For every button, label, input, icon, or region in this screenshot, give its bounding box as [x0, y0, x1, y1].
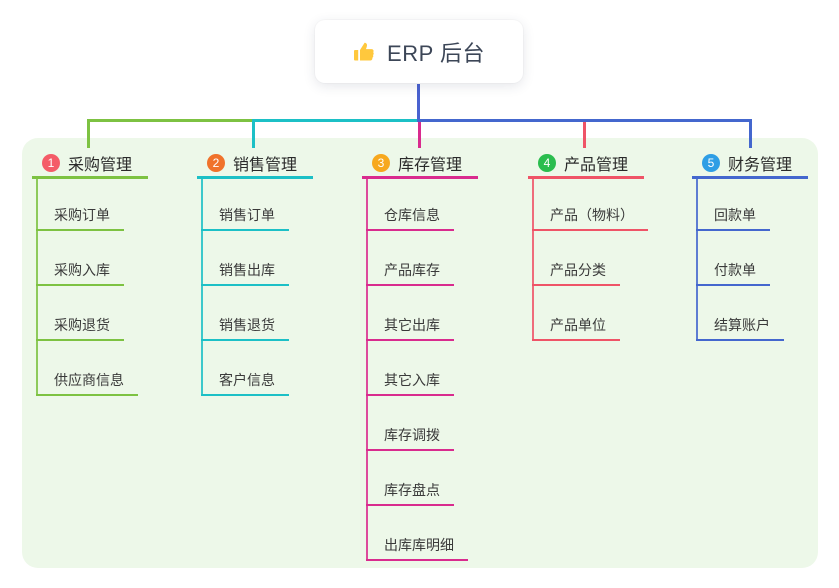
bus-line-finance: [417, 119, 752, 122]
branch-spine-line: [532, 179, 534, 341]
branch-label: 采购管理: [68, 157, 133, 174]
root-node[interactable]: ERP 后台: [315, 20, 523, 83]
branch-label: 产品管理: [564, 157, 629, 174]
bus-line-sales: [252, 119, 421, 122]
child-node[interactable]: 产品（物料）: [532, 203, 648, 231]
drop-line-product: [583, 119, 586, 148]
child-node[interactable]: 库存盘点: [366, 478, 454, 506]
branch-label: 财务管理: [728, 157, 793, 174]
branches-panel: [22, 138, 818, 568]
branch-node-4[interactable]: 4 产品管理: [528, 150, 645, 179]
drop-line-purchase: [87, 119, 90, 148]
child-node[interactable]: 销售出库: [201, 258, 289, 286]
child-node[interactable]: 其它出库: [366, 313, 454, 341]
child-node[interactable]: 采购入库: [36, 258, 124, 286]
branch-spine-line: [696, 179, 698, 341]
child-node[interactable]: 付款单: [696, 258, 770, 286]
child-node[interactable]: 仓库信息: [366, 203, 454, 231]
thumbs-up-icon: [353, 40, 377, 64]
branch-node-3[interactable]: 3 库存管理: [362, 150, 479, 179]
child-node[interactable]: 供应商信息: [36, 368, 138, 396]
drop-line-finance: [749, 119, 752, 148]
branch-number-badge: 3: [372, 154, 390, 172]
root-label: ERP 后台: [387, 40, 485, 66]
child-node[interactable]: 结算账户: [696, 313, 784, 341]
branch-node-2[interactable]: 2 销售管理: [197, 150, 314, 179]
child-node[interactable]: 采购退货: [36, 313, 124, 341]
branch-number-badge: 1: [42, 154, 60, 172]
root-stem-line: [417, 84, 420, 121]
child-node[interactable]: 客户信息: [201, 368, 289, 396]
child-node[interactable]: 产品库存: [366, 258, 454, 286]
branch-node-5[interactable]: 5 财务管理: [692, 150, 809, 179]
branch-label: 库存管理: [398, 157, 463, 174]
child-node[interactable]: 采购订单: [36, 203, 124, 231]
child-node[interactable]: 出库库明细: [366, 533, 468, 561]
branch-label: 销售管理: [233, 157, 298, 174]
child-node[interactable]: 销售订单: [201, 203, 289, 231]
child-node[interactable]: 库存调拨: [366, 423, 454, 451]
child-node[interactable]: 产品分类: [532, 258, 620, 286]
drop-line-inventory: [418, 119, 421, 148]
branch-spine-line: [366, 179, 368, 561]
branch-number-badge: 2: [207, 154, 225, 172]
child-node[interactable]: 回款单: [696, 203, 770, 231]
drop-line-sales: [252, 119, 255, 148]
child-node[interactable]: 其它入库: [366, 368, 454, 396]
branch-spine-line: [201, 179, 203, 396]
child-node[interactable]: 产品单位: [532, 313, 620, 341]
branch-node-1[interactable]: 1 采购管理: [32, 150, 149, 179]
child-node[interactable]: 销售退货: [201, 313, 289, 341]
branch-number-badge: 5: [702, 154, 720, 172]
branch-spine-line: [36, 179, 38, 396]
branch-number-badge: 4: [538, 154, 556, 172]
